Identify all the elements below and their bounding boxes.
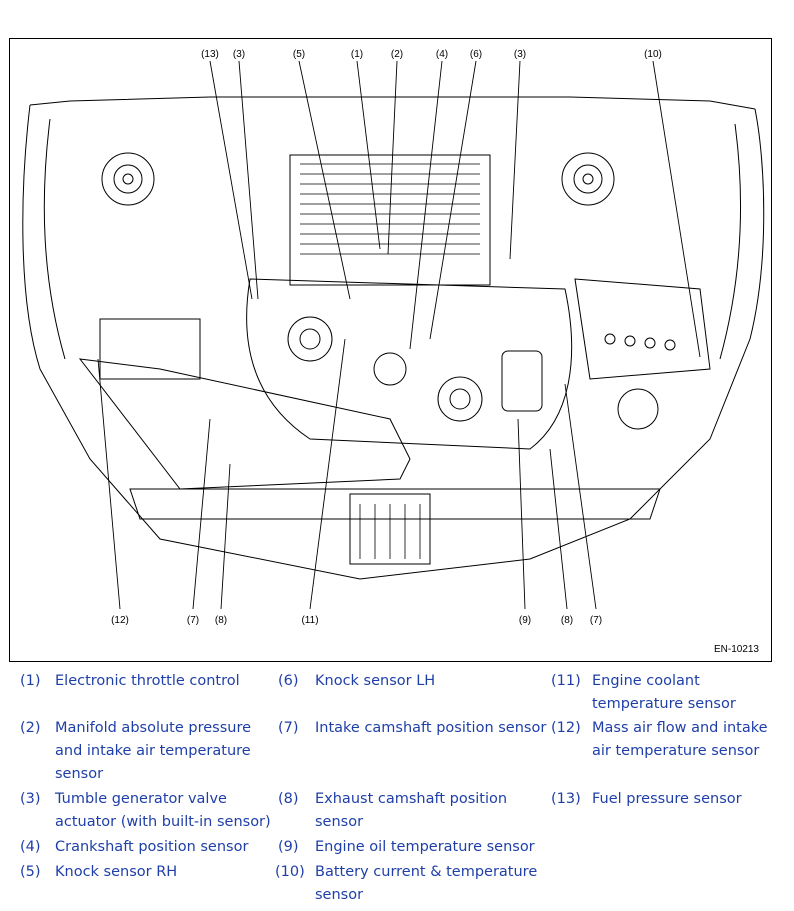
legend-text: Mass air flow and intake air temperature… — [592, 720, 768, 759]
engine-bay-illustration — [22, 60, 765, 610]
legend-text: Battery current & temperature sensor — [315, 864, 538, 903]
callout-6-top: (6) — [469, 49, 483, 60]
legend-text: Exhaust camshaft position sensor — [315, 791, 508, 830]
legend-number: (7) — [278, 720, 299, 736]
legend-number: (13) — [551, 791, 581, 807]
legend-number: (10) — [275, 864, 305, 880]
legend-number: (8) — [278, 791, 299, 807]
legend-number: (1) — [20, 673, 41, 689]
callout-3-top-left: (3) — [232, 49, 246, 60]
callout-5-top: (5) — [292, 49, 306, 60]
legend-number: (3) — [20, 791, 41, 807]
legend-number: (11) — [551, 673, 581, 689]
callout-11-bottom: (11) — [301, 615, 319, 626]
legend-number: (9) — [278, 839, 299, 855]
legend-number: (12) — [551, 720, 581, 736]
callout-7-bottom-right: (7) — [589, 615, 603, 626]
figure-id-label: EN-10213 — [713, 644, 759, 655]
callout-8-bottom-right: (8) — [560, 615, 574, 626]
legend-text: Manifold absolute pressure and intake ai… — [55, 720, 252, 782]
legend-text: Tumble generator valve actuator (with bu… — [55, 791, 271, 830]
callout-12-bottom: (12) — [111, 615, 129, 626]
callout-1-top: (1) — [350, 49, 364, 60]
callout-10-top: (10) — [644, 49, 662, 60]
callout-7-bottom-left: (7) — [186, 615, 200, 626]
legend-text: Crankshaft position sensor — [55, 839, 249, 855]
callout-13-top: (13) — [201, 49, 219, 60]
legend-text: Fuel pressure sensor — [592, 791, 742, 807]
callout-2-top: (2) — [390, 49, 404, 60]
callout-8-bottom-left: (8) — [214, 615, 228, 626]
legend-text: Intake camshaft position sensor — [315, 720, 547, 736]
legend-text: Engine oil temperature sensor — [315, 839, 535, 855]
callout-4-top: (4) — [435, 49, 449, 60]
legend: (1) Electronic throttle control (2) Mani… — [0, 668, 794, 911]
legend-number: (5) — [20, 864, 41, 880]
callout-9-bottom: (9) — [518, 615, 532, 626]
engine-bay-diagram: (13) (3) (5) (1) (2) (4) (6) (3) (10) (1… — [9, 38, 772, 662]
legend-text: Electronic throttle control — [55, 673, 240, 689]
legend-text: Engine coolant temperature sensor — [592, 673, 736, 712]
legend-number: (6) — [278, 673, 299, 689]
legend-number: (2) — [20, 720, 41, 736]
callout-3-top-right: (3) — [513, 49, 527, 60]
legend-text: Knock sensor RH — [55, 864, 178, 880]
legend-number: (4) — [20, 839, 41, 855]
legend-text: Knock sensor LH — [315, 673, 436, 689]
